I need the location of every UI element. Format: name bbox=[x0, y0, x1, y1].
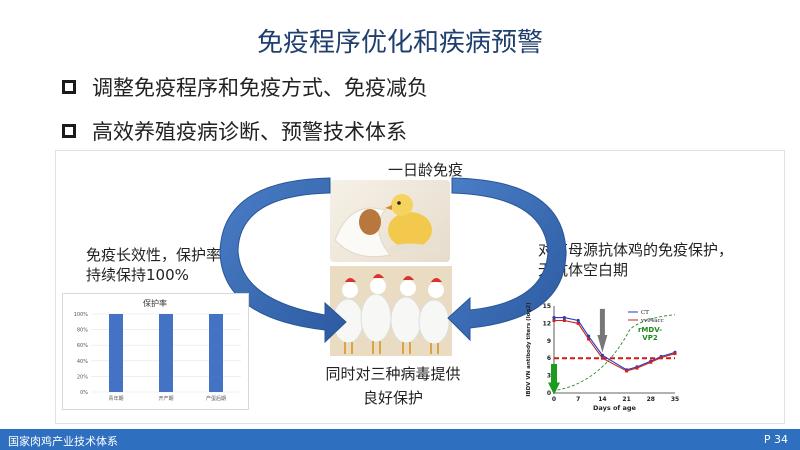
caption-top: 一日龄免疫 bbox=[388, 161, 464, 179]
x-tick-label: 7 bbox=[576, 396, 580, 403]
data-point bbox=[562, 319, 566, 322]
x-tick-label: 14 bbox=[598, 396, 606, 403]
bar bbox=[109, 314, 123, 392]
x-tick-label: 产蛋后期 bbox=[206, 395, 226, 402]
data-point bbox=[659, 356, 663, 360]
gray-arrow-icon bbox=[597, 308, 608, 353]
x-tick-label: 青年期 bbox=[108, 395, 123, 402]
bullet-text: 高效养殖疫病诊断、预警技术体系 bbox=[92, 120, 407, 144]
y-tick-label: 0 bbox=[547, 390, 551, 397]
y-tick-label: 15 bbox=[543, 303, 551, 310]
caption-left-line: 免疫长效性，保护率 bbox=[86, 246, 222, 264]
legend-label: vv94acc bbox=[640, 318, 664, 324]
right-curved-arrow bbox=[447, 177, 567, 342]
page-number: P 34 bbox=[763, 433, 788, 446]
green-arrow-icon bbox=[548, 364, 560, 395]
series-line bbox=[554, 317, 676, 371]
x-axis-label: Days of age bbox=[593, 404, 637, 412]
y-tick-label: 3 bbox=[547, 373, 551, 380]
slide-title: 免疫程序优化和疾病预警 bbox=[256, 28, 543, 58]
footer-bar: 国家肉鸡产业技术体系 P 34 bbox=[0, 429, 800, 450]
data-point bbox=[673, 352, 677, 356]
y-tick-label: 20% bbox=[77, 374, 88, 380]
bar bbox=[159, 314, 173, 392]
square-bullet-icon bbox=[62, 124, 76, 138]
y-axis-label: IBDV VN antibody titers (log2) bbox=[526, 302, 532, 397]
chickens-photo bbox=[330, 266, 452, 356]
data-point bbox=[576, 321, 580, 325]
square-bullet-icon bbox=[62, 80, 76, 94]
data-point bbox=[600, 353, 604, 357]
data-point bbox=[552, 319, 556, 322]
legend-label: CT bbox=[641, 310, 649, 316]
y-tick-label: 12 bbox=[543, 320, 551, 327]
bullet-text: 调整免疫程序和免疫方式、免疫减负 bbox=[92, 76, 428, 100]
bullet-item: 调整免疫程序和免疫方式、免疫减负 bbox=[62, 72, 428, 102]
y-tick-label: 100% bbox=[74, 312, 89, 318]
caption-bottom: 同时对三种病毒提供 良好保护 bbox=[318, 362, 468, 410]
chick-egg-photo bbox=[330, 180, 450, 262]
annotation-label: rMDV- bbox=[638, 326, 662, 334]
data-point bbox=[562, 316, 566, 320]
data-point bbox=[600, 356, 604, 360]
left-curved-arrow bbox=[219, 177, 347, 344]
x-tick-label: 0 bbox=[552, 396, 556, 403]
chart-title: 保护率 bbox=[143, 298, 167, 308]
data-point bbox=[552, 316, 556, 320]
data-point bbox=[649, 360, 653, 364]
series-line bbox=[554, 319, 676, 372]
y-tick-label: 9 bbox=[547, 338, 551, 345]
y-tick-label: 80% bbox=[77, 328, 88, 334]
y-tick-label: 6 bbox=[547, 355, 551, 362]
caption-right-line: 对高母源抗体鸡的免疫保护， bbox=[538, 241, 734, 259]
vaccine-curve bbox=[557, 314, 676, 391]
x-tick-label: 21 bbox=[622, 396, 630, 403]
bar bbox=[209, 314, 223, 392]
bullet-item: 高效养殖疫病诊断、预警技术体系 bbox=[62, 116, 407, 146]
y-tick-label: 60% bbox=[77, 343, 88, 349]
protection-rate-chart: 保护率 0% 20% 40% 60% 80% 100% 青年期 开产期 产蛋后期 bbox=[62, 293, 249, 410]
caption-left: 免疫长效性，保护率 持续保持100% bbox=[86, 245, 221, 285]
x-tick-label: 开产期 bbox=[158, 395, 173, 402]
y-tick-label: 40% bbox=[77, 359, 88, 365]
caption-bottom-line: 良好保护 bbox=[362, 389, 423, 407]
annotation-label: VP2 bbox=[642, 334, 658, 342]
y-tick-label: 0% bbox=[80, 390, 88, 396]
x-tick-label: 35 bbox=[671, 396, 679, 403]
data-point bbox=[587, 337, 591, 341]
data-point bbox=[576, 318, 580, 323]
data-point bbox=[625, 369, 629, 373]
caption-bottom-line: 同时对三种病毒提供 bbox=[325, 365, 461, 383]
x-tick-label: 28 bbox=[647, 396, 655, 403]
caption-left-line: 持续保持100% bbox=[86, 266, 189, 284]
footer-org: 国家肉鸡产业技术体系 bbox=[8, 435, 118, 448]
data-point bbox=[635, 366, 639, 370]
